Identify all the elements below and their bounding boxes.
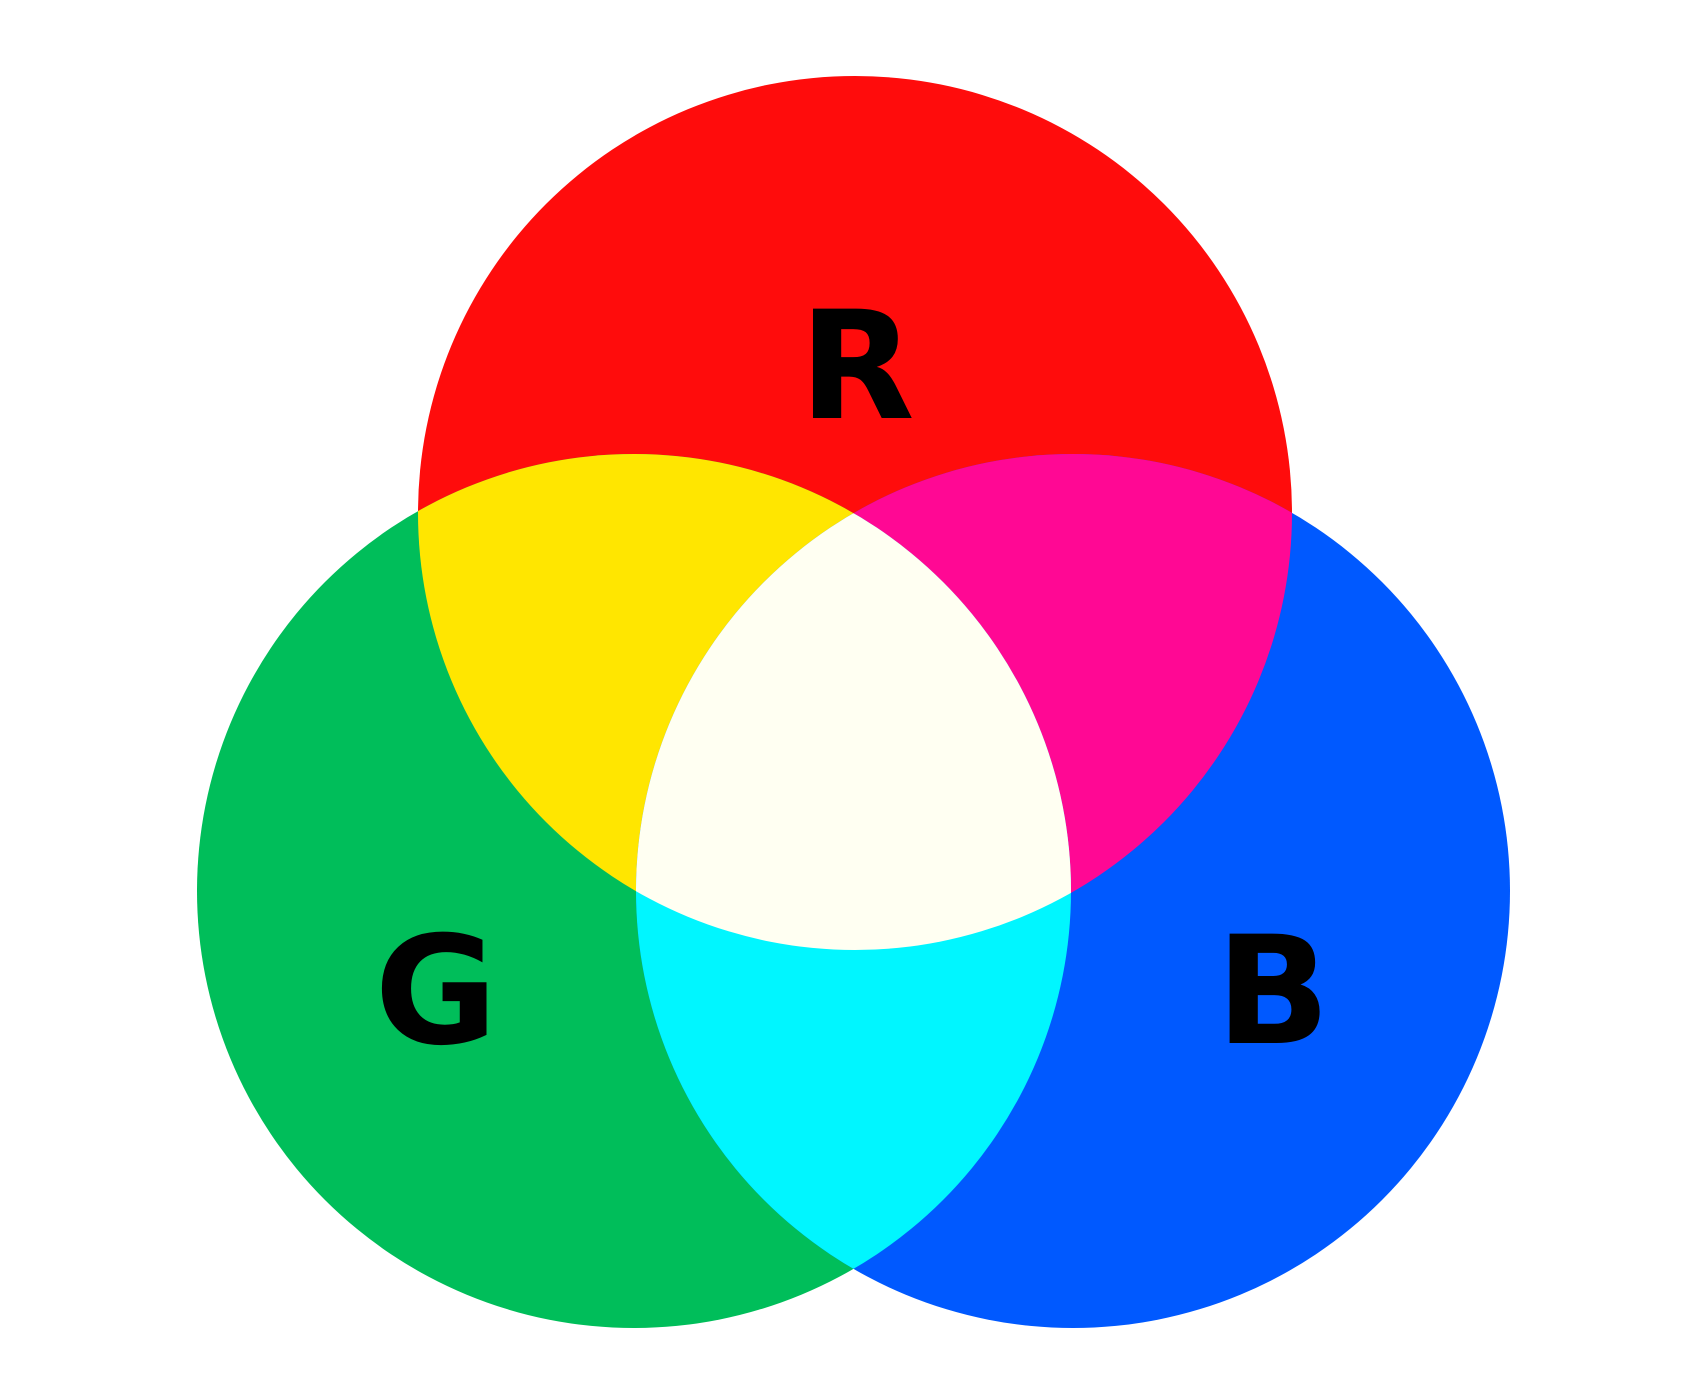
- label-g: G: [374, 905, 497, 1079]
- white-center-overlap: [636, 454, 1071, 950]
- label-b: B: [1216, 905, 1330, 1079]
- label-r: R: [799, 280, 915, 454]
